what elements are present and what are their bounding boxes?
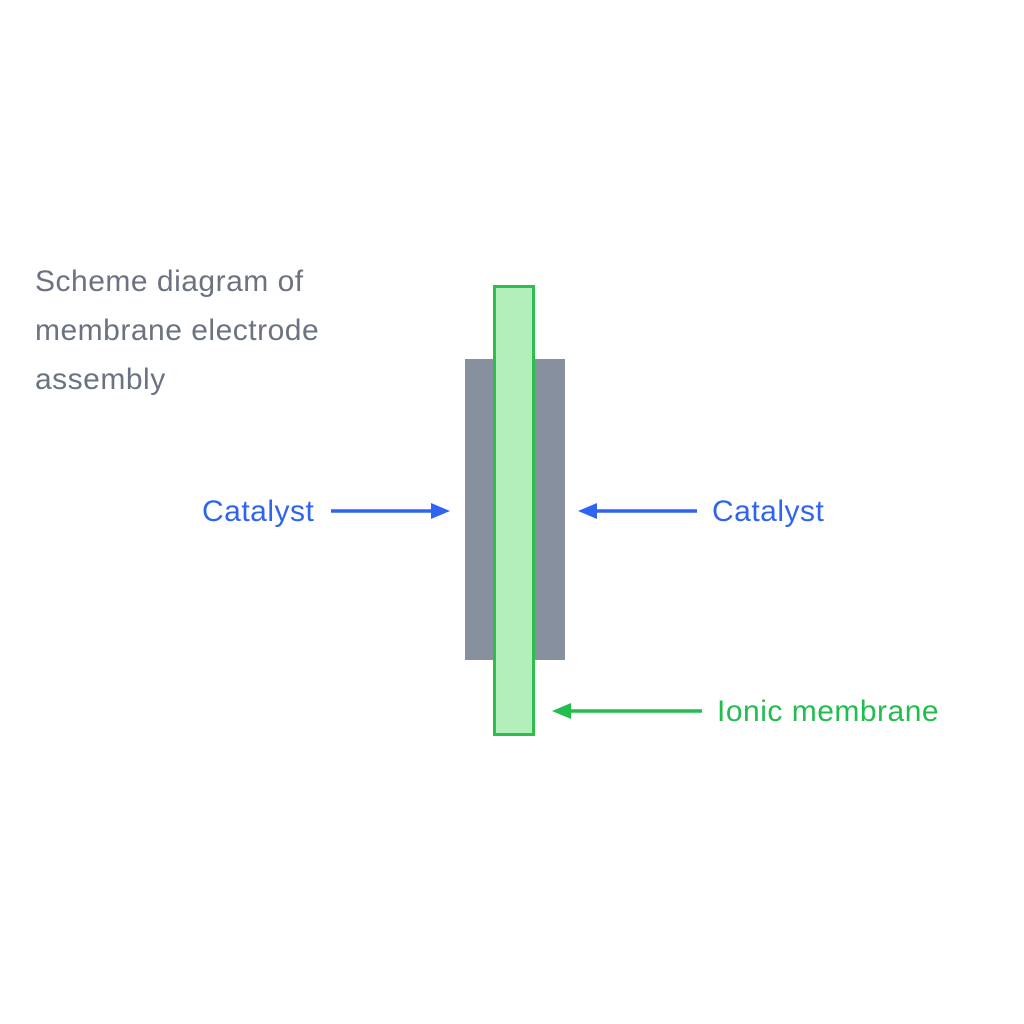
- title-line-3: assembly: [35, 363, 166, 396]
- catalyst-right-arrow: [578, 503, 697, 519]
- diagram-title: Scheme diagram of membrane electrode ass…: [35, 257, 375, 404]
- catalyst-right-label: Catalyst: [712, 495, 825, 528]
- catalyst-left-label: Catalyst: [202, 495, 315, 528]
- catalyst-left-arrow: [331, 503, 450, 519]
- title-line-2: membrane electrode: [35, 314, 320, 347]
- ionic-membrane-label: Ionic membrane: [717, 695, 940, 728]
- membrane-arrow: [552, 703, 702, 719]
- title-line-1: Scheme diagram of: [35, 265, 304, 298]
- ionic-membrane-rect: [493, 285, 535, 736]
